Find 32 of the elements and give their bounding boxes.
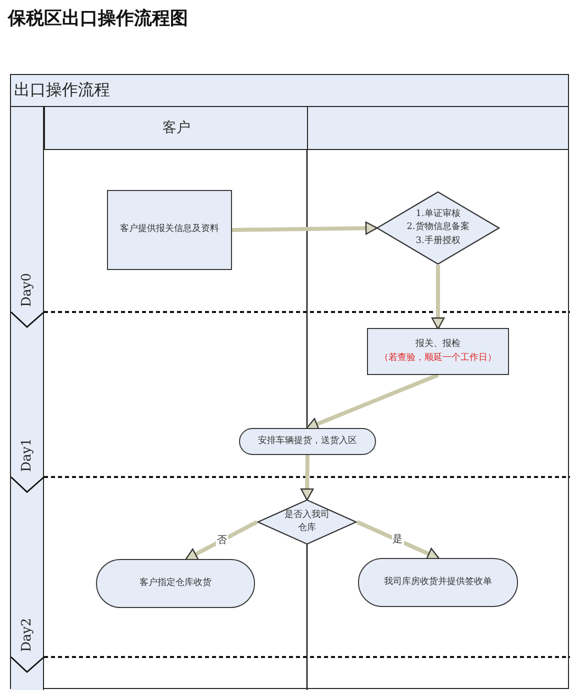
step-text: 客户提供报关信息及资料 <box>120 223 219 236</box>
lane-header <box>44 107 308 150</box>
lane-title: 客户 <box>162 118 190 138</box>
arrow <box>431 265 445 330</box>
day-label: Day1 <box>20 438 34 472</box>
note-text: （若查验，顺延一个工作日） <box>380 352 496 364</box>
step-text: 2.货物信息备案 <box>406 221 470 234</box>
edge-label: 是 <box>392 532 404 546</box>
swimlane-pool <box>10 74 569 689</box>
diagram-title: 保税区出口操作流程图 <box>8 7 188 30</box>
terminal-box <box>96 559 255 608</box>
step-text: 3.手册授权 <box>416 234 460 248</box>
step-text: 安排车辆提货，送货入区 <box>258 434 357 448</box>
process-box <box>107 190 232 270</box>
arrow <box>185 520 258 561</box>
step-text: 我司库房收货并提供签收单 <box>384 576 492 589</box>
day-label: Day0 <box>20 273 34 307</box>
arrow <box>306 373 439 430</box>
arrow <box>232 222 378 235</box>
pool-title: 出口操作流程 <box>14 80 110 101</box>
step-text: 1.单证审核 <box>416 208 460 221</box>
step-text: 是否入我司仓库 <box>284 508 330 535</box>
process-box <box>367 328 509 375</box>
terminal-box <box>239 428 376 455</box>
arrow <box>356 520 440 560</box>
day-label: Day2 <box>20 618 34 652</box>
edge-label: 否 <box>216 532 228 546</box>
step-text: 报关、报检 <box>416 338 460 352</box>
lane-header <box>307 107 568 150</box>
terminal-box <box>358 558 518 607</box>
arrow <box>300 454 314 501</box>
step-text: 客户指定仓库收货 <box>140 576 212 590</box>
